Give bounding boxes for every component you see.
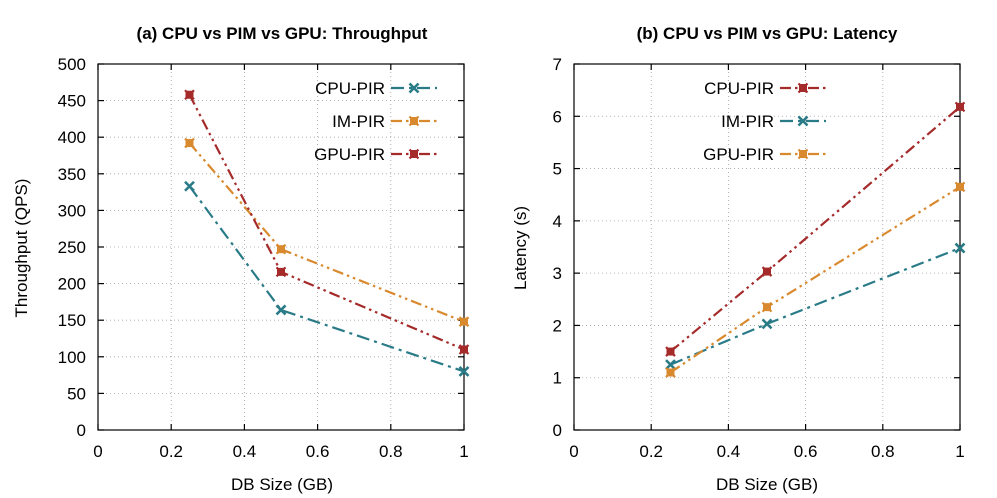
- legend-marker-gpu-pir: [797, 148, 809, 160]
- series-line-cpu-pir: [669, 106, 961, 353]
- y-tick-label: 50: [67, 384, 86, 403]
- x-axis-label: DB Size (GB): [231, 475, 333, 494]
- data-point-cpu-pir: [954, 101, 966, 113]
- y-axis-label: Throughput (QPS): [12, 179, 31, 318]
- y-tick-label: 0: [553, 421, 562, 440]
- series-line-im-pir: [670, 247, 961, 366]
- y-tick-label: 450: [58, 92, 86, 111]
- y-tick-label: 300: [58, 201, 86, 220]
- data-point-gpu-pir: [761, 301, 773, 313]
- x-tick-label: 0.4: [233, 442, 257, 461]
- y-tick-label: 200: [58, 275, 86, 294]
- legend-marker-im-pir: [408, 115, 420, 127]
- y-axis-label: Latency (s): [511, 206, 530, 290]
- data-point-im-pir: [184, 137, 195, 149]
- data-point-gpu-pir: [458, 344, 470, 355]
- series-line-gpu-pir: [188, 94, 465, 351]
- data-point-cpu-pir: [761, 266, 773, 277]
- legend-label-gpu-pir: GPU-PIR: [703, 145, 774, 164]
- data-point-cpu-pir: [275, 304, 287, 316]
- y-tick-label: 4: [553, 212, 562, 231]
- y-tick-label: 250: [58, 238, 86, 257]
- x-tick-label: 0.6: [306, 442, 330, 461]
- x-tick-label: 0.2: [159, 442, 183, 461]
- x-tick-label: 0.6: [794, 442, 818, 461]
- legend-marker-cpu-pir: [408, 82, 420, 94]
- chart-latency: (b) CPU vs PIM vs GPU: Latency DB Size (…: [511, 24, 966, 494]
- data-point-im-pir: [954, 242, 966, 254]
- x-tick-label: 0.8: [871, 442, 895, 461]
- x-tick-label: 0.8: [379, 442, 403, 461]
- legend-label-im-pir: IM-PIR: [721, 112, 774, 131]
- chart-throughput: (a) CPU vs PIM vs GPU: Throughput DB Siz…: [12, 24, 470, 494]
- legend-label-gpu-pir: GPU-PIR: [314, 145, 385, 164]
- series-line-gpu-pir: [669, 185, 961, 374]
- data-point-im-pir: [665, 359, 676, 371]
- y-tick-label: 6: [553, 107, 562, 126]
- x-tick-label: 0: [93, 442, 102, 461]
- x-tick-label: 0: [569, 442, 578, 461]
- legend-marker-cpu-pir: [797, 82, 809, 94]
- data-point-im-pir: [761, 318, 773, 330]
- y-tick-label: 0: [77, 421, 86, 440]
- data-point-cpu-pir: [665, 346, 676, 357]
- y-tick-label: 400: [58, 128, 86, 147]
- y-tick-label: 2: [553, 316, 562, 335]
- x-axis-label: DB Size (GB): [716, 475, 818, 494]
- data-point-im-pir: [275, 243, 287, 255]
- data-point-gpu-pir: [275, 266, 287, 278]
- series-line-im-pir: [188, 142, 465, 323]
- legend-marker-gpu-pir: [408, 148, 420, 160]
- legend-label-cpu-pir: CPU-PIR: [315, 79, 385, 98]
- data-point-cpu-pir: [458, 366, 470, 377]
- y-tick-label: 100: [58, 348, 86, 367]
- x-tick-label: 0.2: [639, 442, 663, 461]
- legend-label-im-pir: IM-PIR: [332, 112, 385, 131]
- data-point-gpu-pir: [665, 367, 676, 378]
- data-point-cpu-pir: [184, 180, 195, 192]
- x-tick-label: 0.4: [717, 442, 741, 461]
- chart-title: (a) CPU vs PIM vs GPU: Throughput: [137, 24, 428, 43]
- data-point-gpu-pir: [184, 89, 195, 101]
- y-tick-label: 5: [553, 160, 562, 179]
- y-tick-label: 500: [58, 55, 86, 74]
- data-point-im-pir: [458, 316, 470, 327]
- chart-title: (b) CPU vs PIM vs GPU: Latency: [637, 24, 898, 43]
- y-tick-label: 7: [553, 55, 562, 74]
- data-point-gpu-pir: [954, 181, 966, 193]
- x-tick-label: 1: [459, 442, 468, 461]
- legend-marker-im-pir: [797, 115, 809, 127]
- y-tick-label: 150: [58, 311, 86, 330]
- y-tick-label: 3: [553, 264, 562, 283]
- legend-label-cpu-pir: CPU-PIR: [704, 79, 774, 98]
- y-tick-label: 1: [553, 369, 562, 388]
- x-tick-label: 1: [955, 442, 964, 461]
- series-line-cpu-pir: [188, 185, 465, 373]
- y-tick-label: 350: [58, 165, 86, 184]
